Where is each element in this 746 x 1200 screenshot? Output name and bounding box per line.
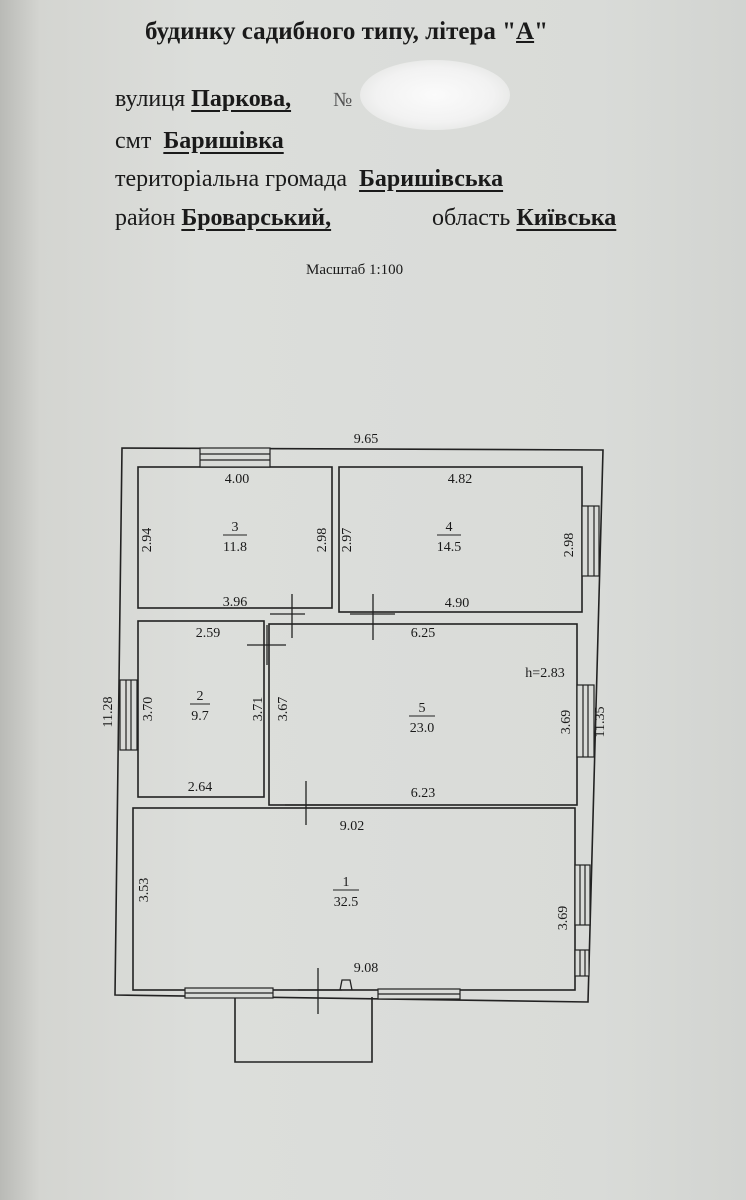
porch [234, 997, 373, 1063]
svg-text:3.71: 3.71 [251, 697, 266, 722]
door-room-1 [285, 781, 330, 825]
svg-text:9.08: 9.08 [354, 961, 379, 976]
room-4: 4 14.5 4.82 4.90 2.97 2.98 [340, 472, 577, 611]
svg-text:3: 3 [232, 520, 239, 535]
window-room-5 [576, 684, 595, 758]
svg-text:1: 1 [343, 875, 350, 890]
svg-text:3.69: 3.69 [556, 906, 571, 931]
svg-text:3.67: 3.67 [276, 697, 291, 722]
door-room-4 [350, 594, 395, 640]
window-room-2 [119, 679, 138, 751]
svg-text:23.0: 23.0 [410, 721, 435, 736]
settlement-line: смт Баришівка [115, 128, 284, 154]
window-top [199, 447, 271, 468]
door-room-3 [270, 594, 305, 638]
room-2: 2 9.7 2.59 2.64 3.70 3.71 [141, 626, 266, 795]
svg-text:4.00: 4.00 [225, 472, 250, 487]
overall-right-dim: 11.35 [593, 707, 608, 738]
svg-text:5: 5 [419, 701, 426, 716]
svg-text:2.97: 2.97 [340, 528, 355, 553]
door-room-2 [247, 625, 286, 665]
svg-text:2.98: 2.98 [562, 533, 577, 558]
district-value: Броварський, [181, 205, 332, 231]
ceiling-height: h=2.83 [525, 666, 564, 681]
community-line: територіальна громада Баришівська [115, 166, 504, 192]
region-line: область Київська [432, 205, 617, 231]
svg-text:4.82: 4.82 [448, 472, 473, 487]
region-value: Київська [516, 205, 617, 231]
room-2-outline [137, 620, 265, 798]
svg-text:4: 4 [446, 520, 453, 535]
svg-text:2.98: 2.98 [315, 528, 330, 553]
community-value: Баришівська [359, 166, 504, 192]
svg-text:3.53: 3.53 [137, 878, 152, 903]
room-5: 5 23.0 6.25 6.23 3.67 3.69 [276, 626, 574, 801]
scale-label: Масштаб 1:100 [306, 262, 404, 278]
district-line: район Броварський, [115, 205, 332, 231]
window-room-4 [581, 505, 600, 577]
svg-text:32.5: 32.5 [334, 895, 359, 910]
room-3: 3 11.8 4.00 3.96 2.94 2.98 [140, 472, 330, 610]
window-bottom-right [377, 988, 461, 1000]
outer-wall [114, 447, 604, 1003]
svg-text:2.64: 2.64 [188, 780, 213, 795]
entrance-door [298, 968, 353, 1014]
svg-text:6.23: 6.23 [411, 786, 436, 801]
svg-text:3.96: 3.96 [223, 595, 248, 610]
street-line: вулиця Паркова,№ [115, 86, 353, 112]
svg-text:9.02: 9.02 [340, 819, 365, 834]
house-number-label: № [333, 89, 353, 111]
svg-text:2.94: 2.94 [140, 528, 155, 553]
window-room-1-a [574, 864, 591, 926]
street-value: Паркова, [191, 86, 292, 112]
window-room-1-b [574, 949, 590, 977]
svg-text:2: 2 [197, 689, 204, 704]
document-title: будинку садибного типу, літера "А" [145, 18, 548, 45]
svg-text:3.70: 3.70 [141, 697, 156, 722]
redacted-blur [360, 60, 510, 130]
svg-text:3.69: 3.69 [559, 710, 574, 735]
room-3-outline [137, 466, 333, 609]
svg-text:2.59: 2.59 [196, 626, 221, 641]
building-letter: А [516, 18, 535, 45]
svg-text:6.25: 6.25 [411, 626, 436, 641]
svg-text:11.8: 11.8 [223, 540, 247, 555]
svg-text:9.7: 9.7 [191, 709, 209, 724]
room-1: 1 32.5 9.02 9.08 3.53 3.69 [137, 819, 571, 976]
settlement-value: Баришівка [163, 128, 284, 154]
window-bottom-left [184, 987, 274, 999]
svg-text:14.5: 14.5 [437, 540, 462, 555]
overall-left-dim: 11.28 [101, 697, 116, 728]
svg-text:4.90: 4.90 [445, 596, 470, 611]
overall-top-dim: 9.65 [354, 432, 379, 447]
